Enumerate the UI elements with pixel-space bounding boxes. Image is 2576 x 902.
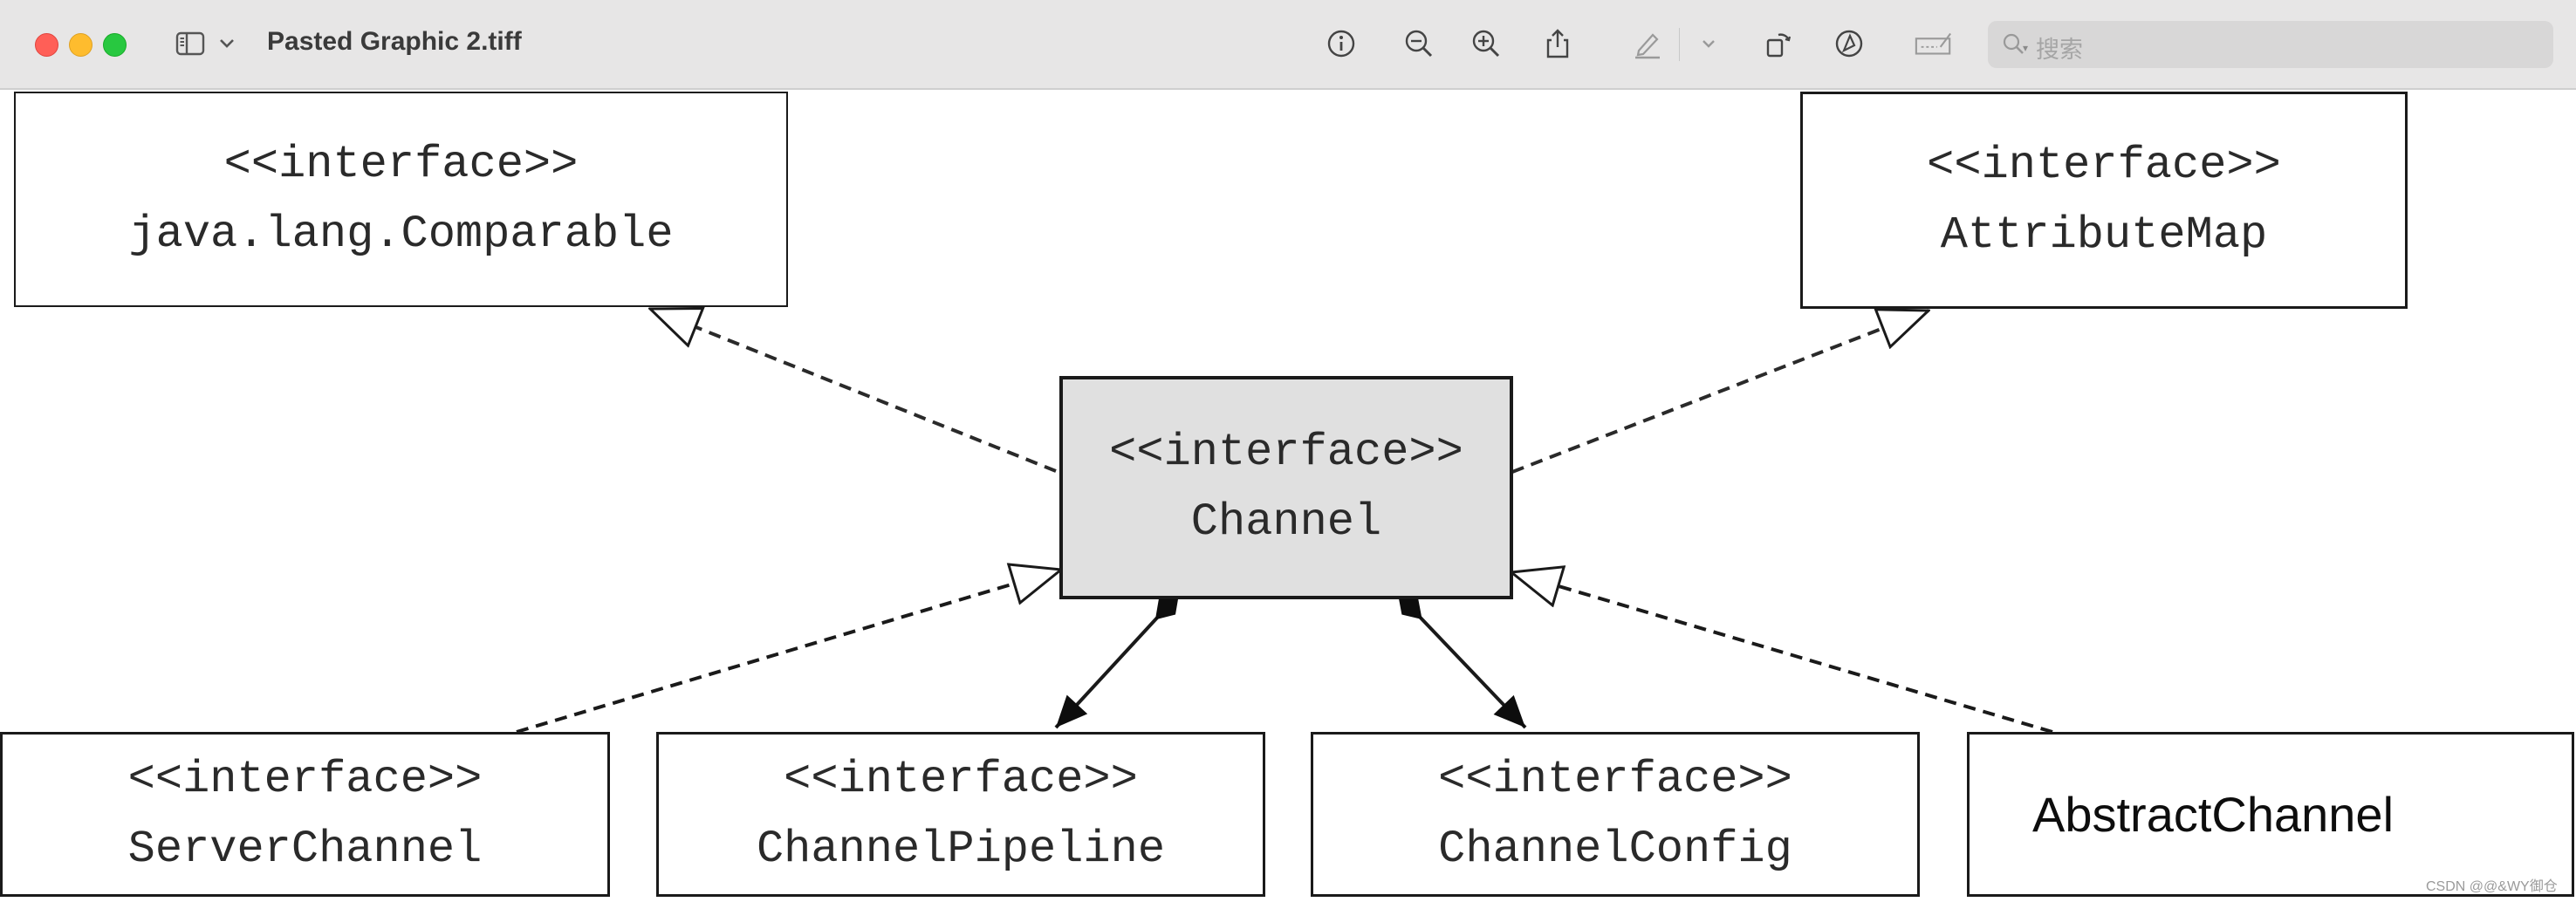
uml-diagram: <<interface>> java.lang.Comparable <<int… — [0, 90, 2576, 902]
stereotype-label: <<interface>> — [1109, 427, 1463, 478]
stereotype-label: <<interface>> — [223, 138, 579, 190]
window-titlebar: Pasted Graphic 2.tiff ▾ 搜索 — [0, 0, 2576, 90]
form-fill-icon[interactable] — [1913, 25, 1955, 62]
realization-abstractchannel-to-channel — [1511, 572, 2053, 734]
search-icon — [2003, 33, 2024, 54]
chevron-down-icon[interactable] — [216, 25, 237, 62]
stereotype-label: <<interface>> — [127, 753, 483, 805]
class-box-channelconfig: <<interface>> ChannelConfig — [1311, 732, 1920, 897]
share-icon[interactable] — [1540, 25, 1575, 62]
class-box-serverchannel: <<interface>> ServerChannel — [0, 732, 610, 897]
stereotype-label: <<interface>> — [1927, 139, 2281, 191]
chevron-down-icon: ▾ — [2023, 42, 2029, 54]
class-box-abstractchannel: AbstractChannel — [1967, 732, 2574, 897]
class-name: Channel — [1190, 496, 1382, 548]
search-placeholder: 搜索 — [2036, 37, 2083, 63]
diagram-connectors — [516, 90, 2053, 734]
class-name: AttributeMap — [1940, 208, 2268, 261]
zoom-out-icon[interactable] — [1401, 25, 1436, 62]
realization-serverchannel-to-channel — [516, 570, 1061, 734]
class-name: AbstractChannel — [2032, 786, 2394, 842]
realization-channel-to-comparable — [650, 309, 1057, 473]
chevron-down-icon[interactable] — [1698, 25, 1719, 62]
minimize-window-button[interactable] — [69, 33, 92, 57]
stereotype-label: <<interface>> — [784, 753, 1138, 805]
class-box-channelpipeline: <<interface>> ChannelPipeline — [656, 732, 1265, 897]
zoom-in-icon[interactable] — [1469, 25, 1504, 62]
toolbar-divider — [1679, 28, 1680, 61]
info-icon[interactable] — [1324, 25, 1359, 62]
realization-channel-to-attributemap — [1511, 311, 1929, 474]
rotate-icon[interactable] — [1761, 25, 1796, 62]
class-box-attributemap: <<interface>> AttributeMap — [1800, 92, 2408, 309]
sidebar-icon[interactable] — [173, 25, 208, 62]
class-name: ChannelConfig — [1438, 823, 1792, 875]
zoom-window-button[interactable] — [103, 33, 127, 57]
close-window-button[interactable] — [35, 33, 58, 57]
class-name: java.lang.Comparable — [128, 208, 674, 260]
class-box-channel: <<interface>> Channel — [1059, 376, 1513, 599]
stereotype-label: <<interface>> — [1438, 753, 1792, 805]
highlight-pen-icon[interactable] — [1630, 25, 1665, 62]
watermark-text: CSDN @@&WY御仓 — [2426, 879, 2558, 894]
class-name: ChannelPipeline — [756, 823, 1166, 875]
class-name: ServerChannel — [127, 823, 483, 875]
composition-channel-to-pipeline — [1054, 592, 1181, 729]
search-field[interactable]: ▾ 搜索 — [1988, 21, 2553, 68]
markup-icon[interactable] — [1832, 25, 1867, 62]
document-title: Pasted Graphic 2.tiff — [267, 27, 522, 56]
class-box-java-lang-comparable: <<interface>> java.lang.Comparable — [14, 92, 788, 307]
composition-channel-to-config — [1396, 592, 1527, 729]
